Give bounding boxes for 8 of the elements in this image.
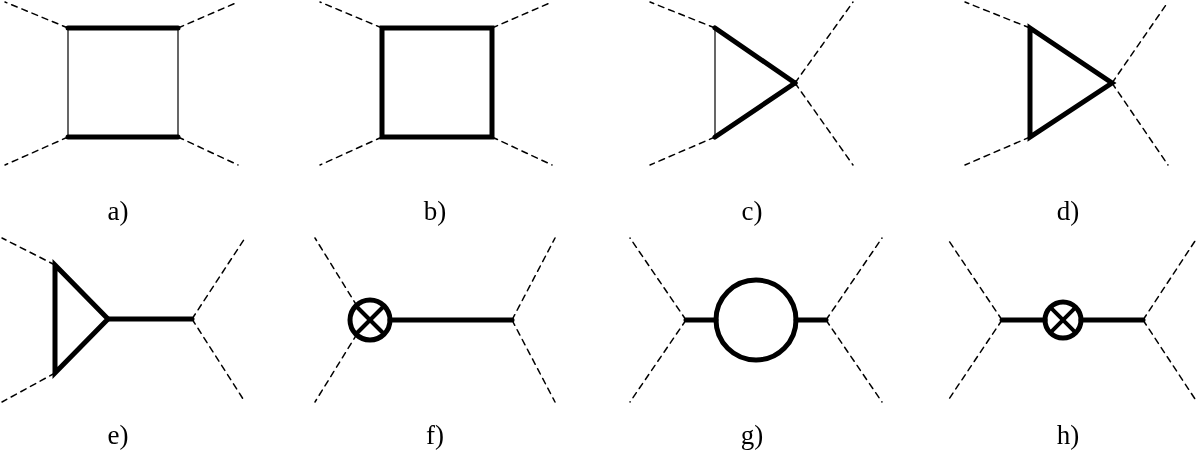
panel-label: h) [1056, 422, 1080, 449]
panel-label: g) [740, 422, 764, 449]
panel-label: d) [1056, 198, 1080, 225]
panel-label: f) [426, 422, 444, 449]
panel-label: e) [107, 422, 129, 449]
panel-label: c) [741, 198, 763, 225]
panel-label: b) [423, 198, 447, 225]
panel-label: a) [107, 198, 129, 225]
